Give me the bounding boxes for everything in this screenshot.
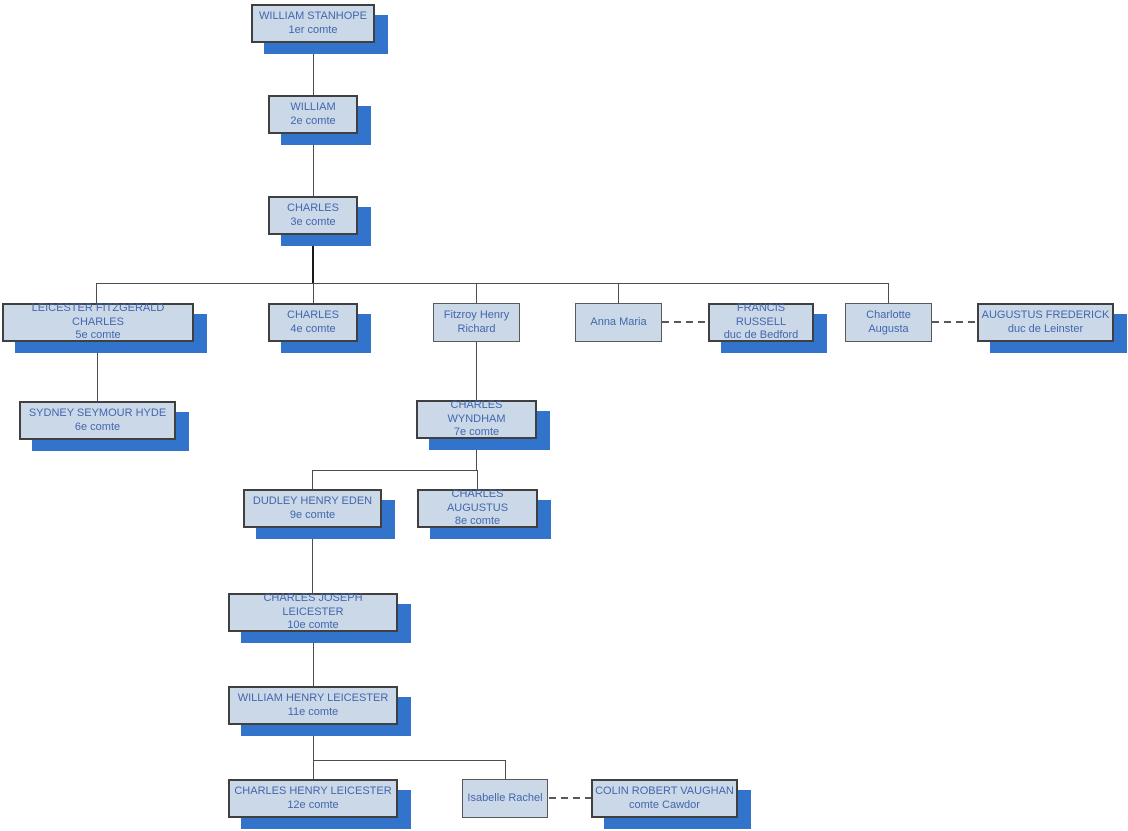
person-title: 4e comte bbox=[290, 322, 336, 335]
connector-line bbox=[505, 760, 506, 779]
person-name: SYDNEY SEYMOUR HYDE bbox=[28, 407, 167, 419]
person-name: CHARLES bbox=[287, 309, 339, 321]
person-name: Isabelle Rachel bbox=[467, 791, 543, 804]
trunk-connector-line bbox=[312, 235, 314, 284]
person-title: duc de Bedford bbox=[723, 329, 799, 342]
person-name: DUDLEY HENRY EDEN bbox=[252, 495, 373, 507]
person-name: CHARLES WYNDHAM bbox=[447, 399, 506, 425]
person-title: 6e comte bbox=[74, 420, 121, 433]
connector-line bbox=[96, 283, 97, 303]
connector-line bbox=[618, 283, 619, 303]
person-title: 7e comte bbox=[453, 426, 500, 439]
connector-line bbox=[97, 342, 98, 401]
connector-line bbox=[313, 43, 314, 95]
person-name: Fitzroy Henry bbox=[443, 309, 510, 321]
connector-line bbox=[312, 470, 477, 471]
person-title: 9e comte bbox=[289, 508, 336, 521]
person-title: 5e comte bbox=[75, 329, 121, 342]
connector-line bbox=[313, 283, 314, 303]
marriage-dashed-line bbox=[932, 321, 977, 323]
person-title: 3e comte bbox=[290, 215, 336, 228]
person-title: 12e comte bbox=[287, 798, 339, 811]
connector-line bbox=[312, 528, 313, 593]
person-name: CHARLES HENRY LEICESTER bbox=[234, 785, 392, 797]
person-name: Anna Maria bbox=[590, 315, 647, 328]
connector-line bbox=[476, 439, 477, 470]
connector-line bbox=[888, 283, 889, 303]
connector-line bbox=[476, 283, 477, 303]
person-title: duc de Leinster bbox=[1007, 322, 1084, 335]
connector-line bbox=[96, 283, 889, 284]
connector-line bbox=[476, 342, 477, 400]
person-title: 1er comte bbox=[288, 23, 338, 36]
person-title: 8e comte bbox=[454, 515, 501, 528]
connector-line bbox=[313, 134, 314, 196]
person-name: CHARLES bbox=[287, 202, 339, 214]
person-name: FRANCIS RUSSELL bbox=[735, 302, 787, 328]
person-name: CHARLES AUGUSTUS bbox=[446, 488, 509, 514]
marriage-dashed-line bbox=[662, 321, 708, 323]
connector-line bbox=[313, 632, 314, 686]
person-name: Charlotte bbox=[866, 309, 911, 321]
connector-line bbox=[477, 470, 478, 489]
person-name: WILLIAM STANHOPE bbox=[259, 10, 367, 22]
person-node-anna-maria[interactable]: Anna Maria bbox=[575, 303, 662, 342]
person-name: COLIN ROBERT VAUGHAN bbox=[595, 785, 734, 797]
person-title: Richard bbox=[457, 322, 496, 335]
person-name: CHARLES JOSEPH LEICESTER bbox=[263, 592, 363, 618]
connector-line bbox=[313, 725, 314, 760]
marriage-dashed-line bbox=[549, 797, 591, 799]
person-name: LEICESTER FITZGERALD CHARLES bbox=[31, 302, 165, 328]
person-title: comte Cawdor bbox=[629, 798, 700, 811]
person-title: Augusta bbox=[868, 322, 909, 335]
connector-line bbox=[313, 760, 505, 761]
person-title: 2e comte bbox=[290, 114, 336, 127]
connector-line bbox=[313, 760, 314, 779]
person-name: WILLIAM HENRY LEICESTER bbox=[237, 692, 389, 704]
connector-line bbox=[312, 470, 313, 489]
person-name: WILLIAM bbox=[290, 101, 336, 113]
person-title: 10e comte bbox=[287, 619, 339, 632]
person-title: 11e comte bbox=[287, 705, 339, 718]
person-node-isabelle[interactable]: Isabelle Rachel bbox=[462, 779, 548, 818]
person-name: AUGUSTUS FREDERICK bbox=[981, 309, 1110, 321]
